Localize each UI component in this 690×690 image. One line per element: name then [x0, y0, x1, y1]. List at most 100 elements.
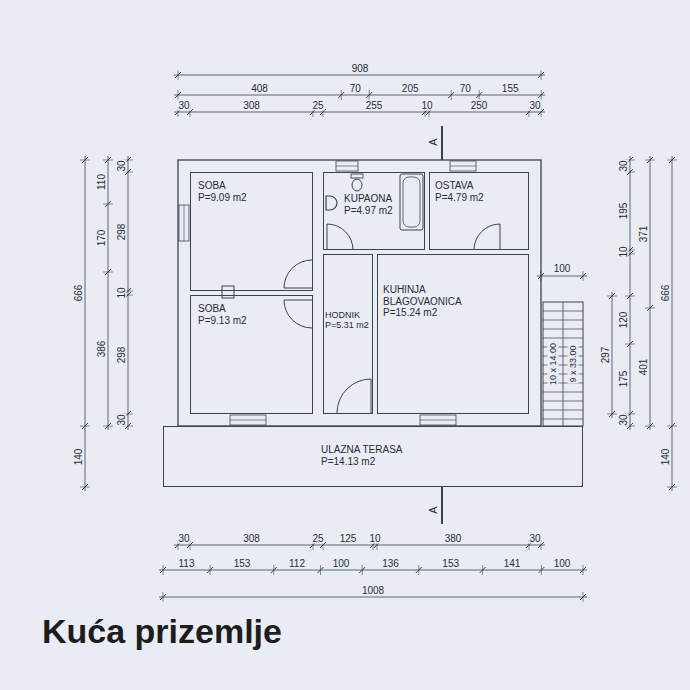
dimension-tick [418, 565, 419, 575]
room-area: P=9.09 m2 [198, 192, 298, 204]
dimension-tick [583, 592, 584, 602]
dimension-tick [625, 296, 635, 297]
stair-label: 10 x 14.00 [548, 342, 559, 386]
dimension-label: 30 [116, 159, 127, 172]
section-line [441, 487, 443, 524]
room-text-group: KUHINJA BLAGOVAONICAP=15.24 m2 [383, 284, 478, 319]
dimension-tick [80, 160, 90, 161]
dimension-tick [103, 272, 113, 273]
dimension-tick [541, 271, 542, 281]
dimension-label: 298 [116, 345, 127, 364]
dimension-line [174, 545, 545, 546]
dimension-tick [645, 426, 655, 427]
basin-symbol [326, 196, 337, 210]
room-box: SOBAP=9.09 m2 [190, 172, 313, 291]
dimension-label: 175 [618, 370, 629, 389]
door-swing [337, 379, 371, 413]
room-area: P=4.97 m2 [344, 205, 420, 217]
stair-tread [543, 311, 583, 312]
dimension-label: 140 [660, 447, 671, 466]
dimension-label: 155 [501, 83, 520, 94]
dimension-tick [273, 565, 274, 575]
dimension-tick [645, 308, 655, 309]
dimension-line [174, 95, 545, 96]
dimension-label: 120 [618, 311, 629, 330]
dimension-tick [541, 565, 542, 575]
room-box: KUPAONAP=4.97 m2 [323, 172, 425, 250]
stair-tread [543, 338, 583, 339]
dimension-label: 100 [553, 558, 572, 569]
room-name: ULAZNA TERASA [321, 444, 471, 456]
room-name: OSTAVA [435, 180, 523, 192]
dimension-line [174, 75, 545, 76]
dimension-label: 10 [618, 245, 629, 258]
window-symbol [184, 205, 185, 241]
dimension-label: 25 [311, 533, 324, 544]
dimension-line [108, 156, 109, 430]
window-symbol [230, 415, 266, 425]
dimension-label: 666 [660, 284, 671, 303]
dimension-label: 380 [444, 533, 463, 544]
window-symbol [420, 420, 456, 421]
dimension-label: 10 [116, 286, 127, 299]
dimension-label: 141 [503, 558, 522, 569]
dimension-label: 30 [528, 100, 541, 111]
bathtub-symbol [400, 174, 423, 230]
door-swing [284, 260, 312, 288]
dimension-tick [479, 90, 480, 100]
window-symbol [450, 161, 476, 171]
room-box: OSTAVAP=4.79 m2 [429, 172, 529, 250]
dimension-label: 908 [351, 63, 370, 74]
room-text-group: OSTAVAP=4.79 m2 [435, 180, 523, 203]
door-swing [474, 224, 500, 250]
dimension-label: 386 [96, 340, 107, 359]
dimension-tick [583, 271, 584, 281]
dimension-tick [667, 426, 677, 427]
room-name: SOBA [198, 180, 298, 192]
dimension-label: 125 [339, 533, 358, 544]
room-name: HODNIK [325, 310, 371, 320]
dimension-tick [362, 565, 363, 575]
room-area: P=9.13 m2 [198, 315, 278, 327]
bathtub-symbol [403, 177, 420, 227]
dimension-label: 408 [250, 83, 269, 94]
room-box: SOBAP=9.13 m2 [190, 295, 313, 414]
dimension-tick [163, 592, 164, 602]
toilet-symbol [352, 179, 362, 191]
dimension-label: 10 [420, 100, 433, 111]
dimension-line [174, 112, 545, 113]
dimension-tick [645, 160, 655, 161]
dimension-tick [667, 487, 677, 488]
dimension-label: 30 [177, 100, 190, 111]
dimension-label: 205 [401, 83, 420, 94]
room-text-group: SOBAP=9.09 m2 [198, 180, 298, 203]
window-symbol [420, 415, 456, 425]
toilet-symbol [351, 174, 363, 178]
dimension-label: 308 [242, 533, 261, 544]
dimension-line [128, 156, 129, 430]
dimension-tick [625, 344, 635, 345]
caption: Kuća prizemlje [42, 612, 282, 651]
dimension-label: 308 [242, 100, 261, 111]
dimension-label: 153 [233, 558, 252, 569]
dimension-label: 70 [459, 83, 472, 94]
dimension-tick [103, 160, 113, 161]
dimension-tick [320, 565, 321, 575]
dimension-label: 297 [600, 346, 611, 365]
dimension-tick [541, 90, 542, 100]
dimension-line [159, 597, 587, 598]
room-box: ULAZNA TERASAP=14.13 m2 [163, 426, 583, 487]
stair-tread [543, 392, 583, 393]
dimension-label: 170 [96, 229, 107, 248]
dimension-tick [178, 70, 179, 80]
dimension-line [630, 156, 631, 430]
dimension-label: 401 [638, 358, 649, 377]
dimension-label: 25 [311, 100, 324, 111]
dimension-label: 250 [470, 100, 489, 111]
room-area: P=5.31 m2 [325, 320, 371, 330]
dimension-label: 1008 [361, 585, 385, 596]
section-line [441, 126, 443, 160]
door-swing [327, 224, 353, 250]
dimension-label: 110 [96, 173, 107, 191]
dimension-line [672, 156, 673, 491]
